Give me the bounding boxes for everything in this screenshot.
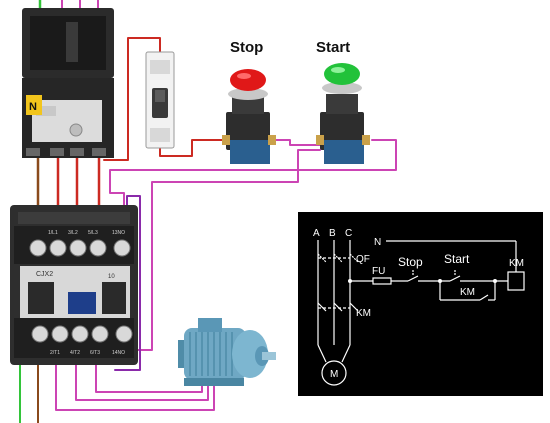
schematic-phase-b: B [329,228,336,239]
schematic-hold-contact: KM [460,287,475,298]
contactor-aux-label: 10 [108,274,115,280]
schematic-start: Start [444,252,470,266]
schematic-motor: M [330,369,338,380]
contactor-model-label: CJX2 [36,271,53,278]
contactor-terminal-top-2: 3/L2 [68,230,78,236]
schematic-panel: A B C N QF FU Stop Start KM KM KM M [298,212,543,396]
motor-lead-v [75,364,209,401]
schematic-coil: KM [509,258,524,269]
stop-pushbutton-icon[interactable]: Stop [222,39,276,164]
contactor-terminal-bottom-2: 4/T2 [70,350,80,356]
start-pushbutton-icon[interactable]: Start [316,39,370,164]
contactor-terminal-top-4: 13NO [112,230,125,236]
schematic-phase-a: A [313,228,320,239]
motor-icon [178,318,276,386]
red-control-wire-1 [103,37,161,161]
contactor-icon: 1/L1 3/L2 5/L3 13NO CJX2 10 2/T1 4/T2 6/… [10,205,138,365]
wires [19,0,397,423]
contactor-terminal-bottom-3: 6/T3 [90,350,100,356]
magenta-wire-stop-start [267,139,321,146]
schematic-phase-c: C [345,228,352,239]
schematic-stop: Stop [398,255,423,269]
contactor-terminal-top-1: 1/L1 [48,230,58,236]
contactor-terminal-bottom-4: 14NO [112,350,125,356]
stop-label: Stop [230,39,263,56]
contactor-terminal-bottom-1: 2/T1 [50,350,60,356]
motor-lead-u [55,364,215,411]
single-pole-breaker-icon [145,51,175,149]
schematic-fuse: FU [372,266,385,277]
schematic-neutral: N [374,237,381,248]
neutral-label: N [29,101,37,113]
motor-lead-w [95,364,203,393]
contactor-terminal-top-3: 5/L3 [88,230,98,236]
start-label: Start [316,39,350,56]
circuit-breaker-icon: N [22,8,114,158]
magenta-wire-start-right [109,139,397,216]
magenta-wire-start-left [127,149,321,351]
schematic-breaker: QF [356,254,370,265]
red-control-wire-2 [159,139,231,157]
schematic-main-contacts: KM [356,308,371,319]
purple-wire-aux [114,195,141,371]
